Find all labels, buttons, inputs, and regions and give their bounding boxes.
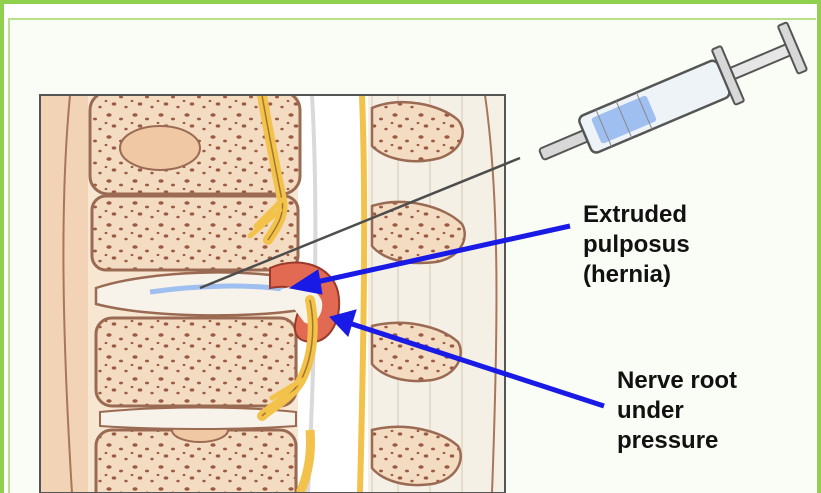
- nerve-label-line-2: under: [617, 396, 737, 426]
- nerve-label-line-1: Nerve root: [617, 366, 737, 396]
- hernia-label: Extruded pulposus (hernia): [583, 200, 690, 290]
- hernia-label-line-3: (hernia): [583, 260, 690, 290]
- spine-panel: [40, 92, 505, 493]
- hernia-label-line-2: pulposus: [583, 230, 690, 260]
- hernia-label-line-1: Extruded: [583, 200, 690, 230]
- nerve-label-line-3: pressure: [617, 426, 737, 456]
- syringe-icon: [529, 18, 808, 182]
- nerve-root-label: Nerve root under pressure: [617, 366, 737, 456]
